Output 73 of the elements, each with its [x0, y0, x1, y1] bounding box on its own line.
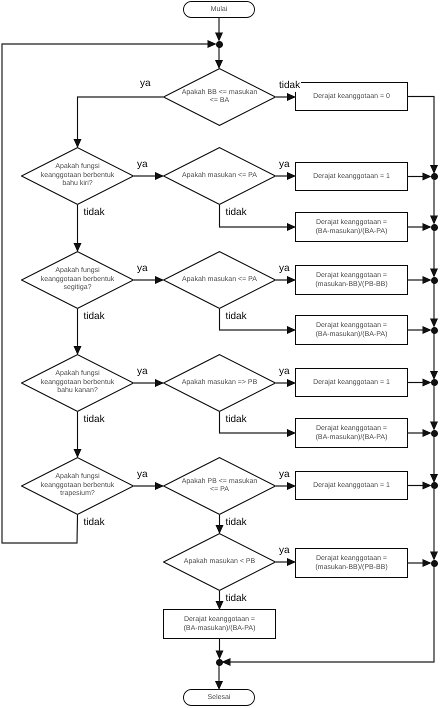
flow-arrow — [134, 276, 164, 284]
process-box — [163, 609, 276, 639]
flow-arrow — [408, 276, 432, 284]
flow-arrow — [216, 515, 224, 534]
flow-arrow — [276, 172, 296, 180]
flow-arrow — [276, 379, 296, 387]
flow-arrow — [215, 18, 223, 42]
edge-label: ya — [278, 366, 291, 378]
flow-arrow — [74, 412, 82, 458]
decision-diamond — [163, 147, 276, 205]
flow-arrow — [218, 412, 296, 437]
flow-arrow — [408, 326, 432, 334]
flow-arrow — [74, 96, 163, 148]
flow-arrow — [218, 205, 296, 231]
flow-arrow — [408, 172, 432, 180]
flow-arrow — [430, 284, 438, 328]
terminator-box — [183, 1, 255, 18]
edge-label: ya — [136, 263, 149, 275]
edge-label: ya — [136, 469, 149, 481]
flow-arrow — [408, 429, 432, 437]
edge-label: ya — [136, 366, 149, 378]
process-box — [295, 418, 408, 448]
flow-arrow — [216, 639, 224, 660]
process-box — [295, 265, 408, 295]
flow-arrow — [276, 482, 296, 490]
flow-arrow — [430, 489, 438, 560]
decision-diamond — [163, 68, 276, 126]
decision-diamond — [21, 457, 134, 515]
flow-arrow — [134, 379, 164, 387]
flow-arrow — [134, 482, 164, 490]
flow-arrow — [74, 309, 82, 355]
flow-arrow — [276, 276, 296, 284]
process-box — [295, 315, 408, 345]
edge-label: ya — [139, 78, 152, 90]
process-box — [295, 471, 408, 500]
decision-diamond — [163, 354, 276, 412]
flow-arrow — [222, 566, 435, 666]
flow-arrow — [276, 93, 296, 101]
edge-label: ya — [136, 159, 149, 171]
decision-diamond — [163, 533, 276, 591]
flow-arrow — [408, 482, 432, 490]
edge-label: ya — [278, 469, 291, 481]
decision-diamond — [163, 457, 276, 515]
flow-arrow — [276, 558, 296, 566]
process-box — [295, 368, 408, 397]
flow-arrow — [430, 230, 438, 278]
flow-arrow — [408, 223, 432, 231]
flow-arrow — [216, 591, 224, 610]
terminator-box — [183, 689, 255, 706]
flow-arrow — [430, 386, 438, 430]
flow-arrow — [1, 40, 216, 544]
edge-label: tidak — [278, 80, 302, 92]
decision-diamond — [21, 251, 134, 309]
process-box — [295, 162, 408, 191]
decision-diamond — [21, 147, 134, 205]
flow-arrow — [408, 559, 432, 567]
decision-diamond — [163, 251, 276, 309]
flow-arrow — [215, 48, 223, 69]
flow-arrow — [430, 436, 438, 483]
edge-label: ya — [278, 263, 291, 275]
flow-arrow — [430, 180, 438, 224]
flow-arrow — [74, 205, 82, 252]
flow-arrow — [408, 378, 432, 386]
edge-label: ya — [278, 545, 291, 557]
decision-diamond — [21, 354, 134, 412]
flow-arrow — [430, 334, 438, 380]
process-box — [295, 212, 408, 242]
edge-label: ya — [278, 159, 291, 171]
flow-arrow — [218, 309, 296, 334]
flow-arrow — [215, 666, 223, 690]
flow-arrow — [134, 172, 164, 180]
flow-arrow — [408, 96, 438, 174]
process-box — [295, 548, 408, 578]
